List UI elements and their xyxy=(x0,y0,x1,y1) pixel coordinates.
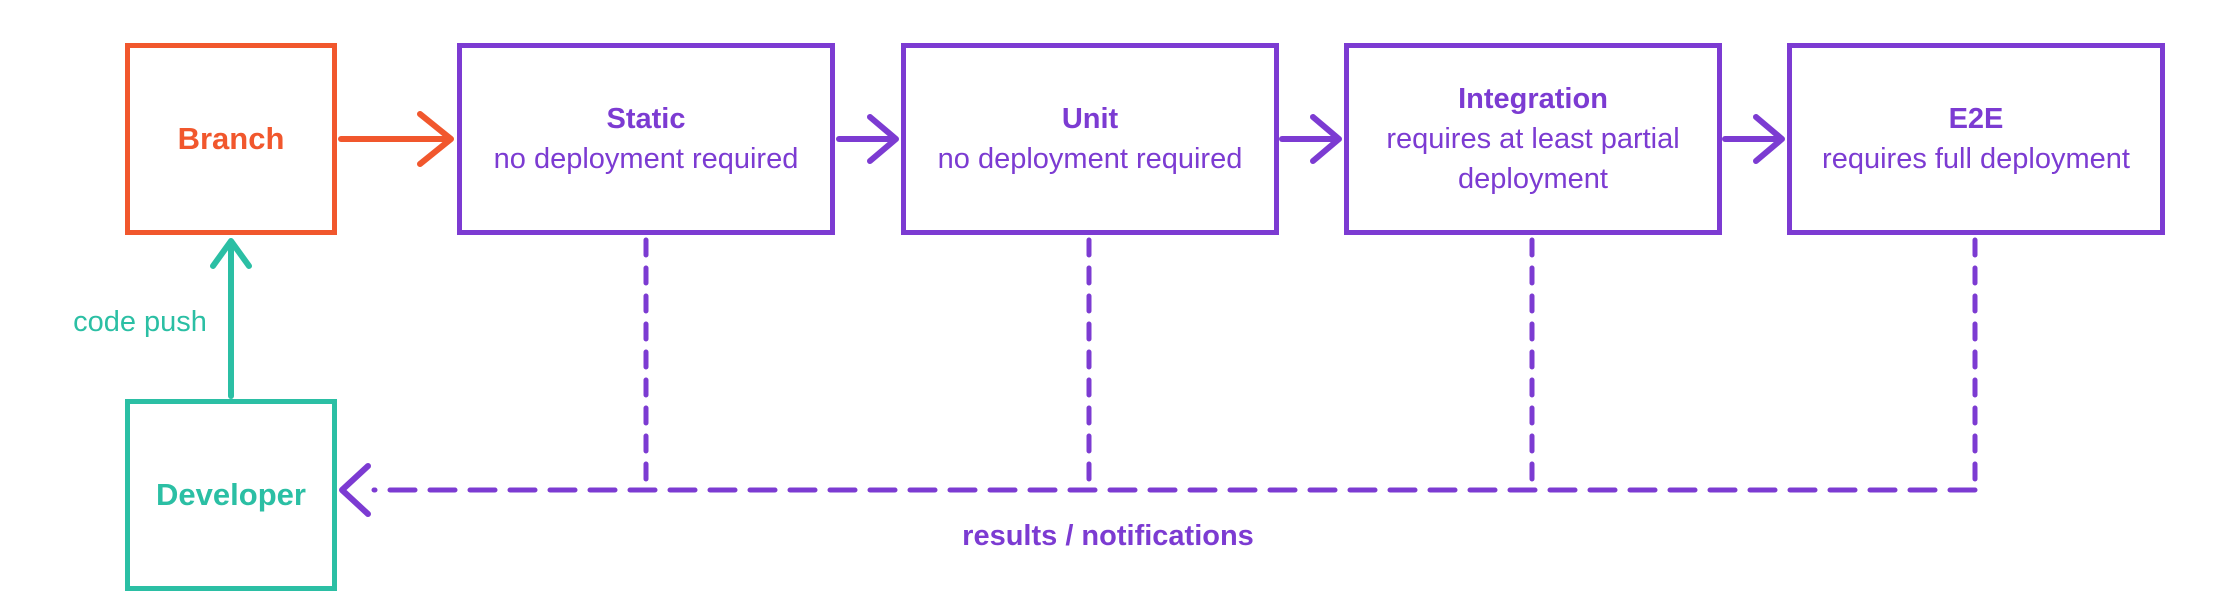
node-developer-title: Developer xyxy=(156,477,306,512)
arrowhead-right-icon xyxy=(1310,114,1342,164)
edge-stages-to-developer xyxy=(339,237,1978,517)
node-stage-subtitle: requires at least partial deployment xyxy=(1386,123,1680,195)
node-stage-title: Unit xyxy=(1061,103,1119,135)
arrowhead-right-icon xyxy=(867,114,899,164)
edge-branch-to-static xyxy=(338,111,454,167)
node-stage-subtitle: no deployment required xyxy=(937,143,1243,175)
node-stage-subtitle: requires full deployment xyxy=(1822,143,2130,175)
edge-label-code-push: code push xyxy=(73,306,207,338)
node-branch: Branch xyxy=(125,43,337,235)
edge-static-to-unit xyxy=(836,114,899,164)
edge-unit-to-integration xyxy=(1279,114,1342,164)
arrowhead-right-icon xyxy=(417,111,454,167)
edge-developer-to-branch xyxy=(210,238,252,399)
node-stage-e2e: E2E requires full deployment xyxy=(1787,43,2165,235)
node-stage-subtitle: no deployment required xyxy=(493,143,799,175)
node-branch-title: Branch xyxy=(177,121,285,156)
edge-label-results-notifications: results / notifications xyxy=(962,520,1254,552)
arrowhead-up-icon xyxy=(210,238,252,269)
arrowhead-right-icon xyxy=(1753,114,1785,164)
node-stage-title: E2E xyxy=(1948,103,2004,135)
node-stage-integration: Integration requires at least partial de… xyxy=(1344,43,1722,235)
edge-integration-to-e2e xyxy=(1722,114,1785,164)
node-stage-static: Static no deployment required xyxy=(457,43,835,235)
node-stage-title: Static xyxy=(606,103,686,135)
node-stage-unit: Unit no deployment required xyxy=(901,43,1279,235)
node-developer: Developer xyxy=(125,399,337,591)
arrowhead-left-icon xyxy=(339,463,371,517)
node-stage-title: Integration xyxy=(1458,83,1608,115)
